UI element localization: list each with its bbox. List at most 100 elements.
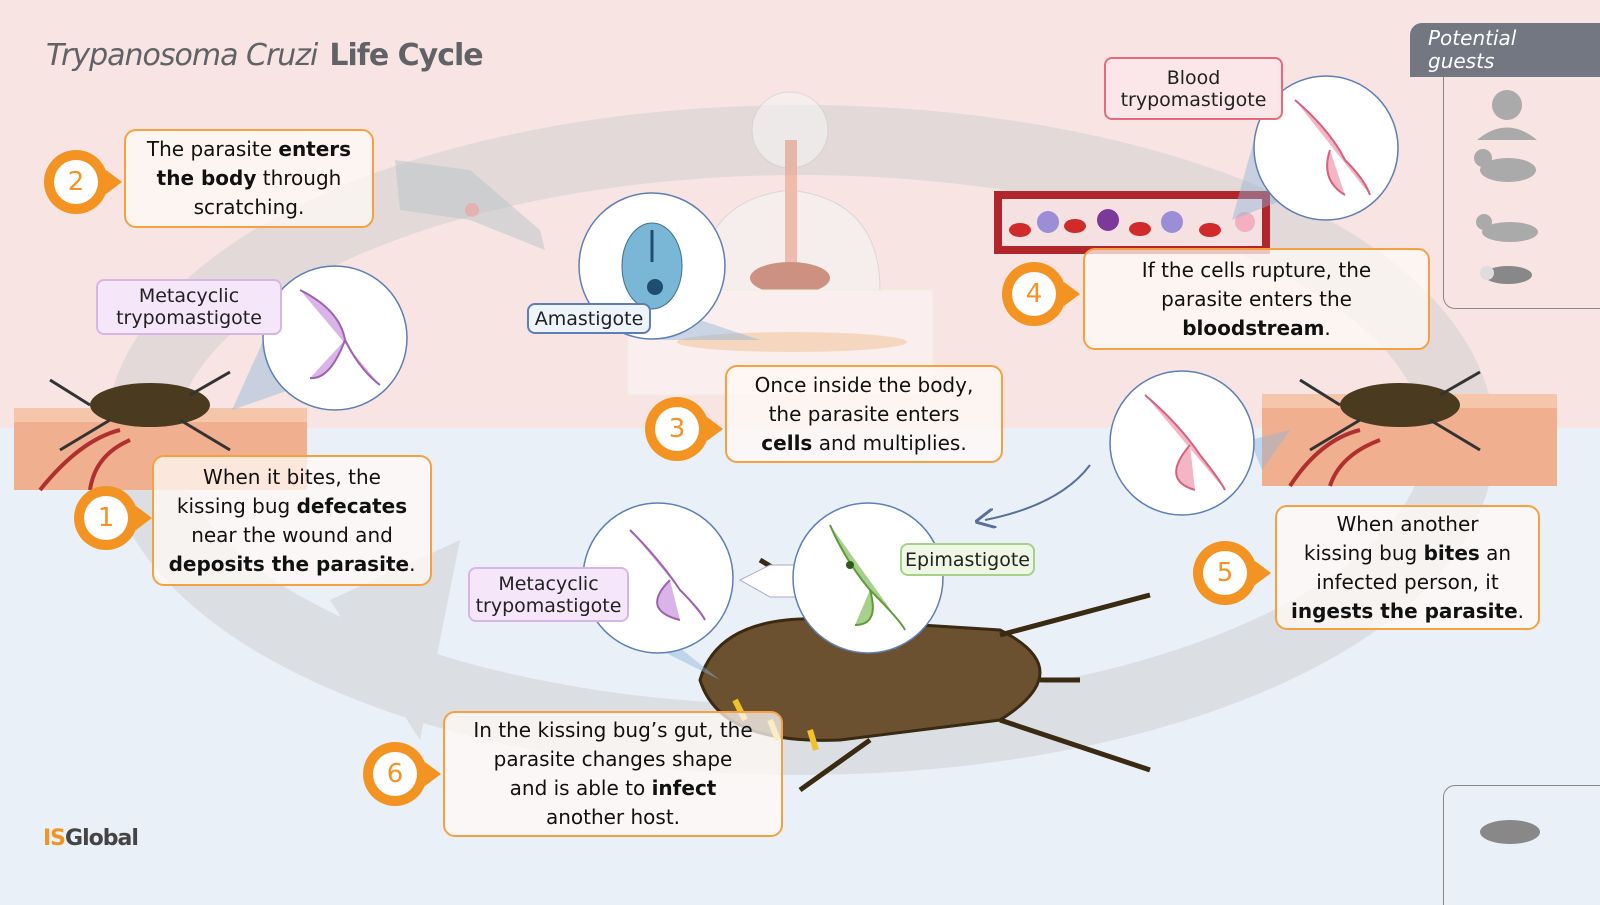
label-metacyclic-top: Metacyclic trypomastigote: [96, 279, 282, 335]
emphasis-text: cells: [761, 430, 813, 455]
text-segment: near the wound and: [191, 522, 393, 547]
step-3-badge: 3: [645, 397, 723, 461]
text-segment: If the cells rupture, the: [1141, 257, 1372, 282]
text-segment: Once inside the body,: [754, 372, 974, 397]
label-metacyclic-bottom: Metacyclic trypomastigote: [468, 567, 629, 622]
step-1-badge: 1: [74, 486, 152, 550]
amastigote-icon: [621, 222, 683, 310]
step-3-text-box: Once inside the body, the parasite enters…: [725, 365, 1003, 463]
kissing-bug-left-icon: [49, 370, 231, 452]
emphasis-text: enters: [278, 137, 352, 161]
step-text-line: deposits the parasite.: [154, 550, 430, 579]
text-segment: In the kissing bug’s gut, the: [473, 718, 753, 742]
label-blood-trypomastigote: Blood trypomastigote: [1104, 57, 1283, 120]
step-4-text-box: If the cells rupture, the parasite enters…: [1083, 248, 1430, 350]
isglobal-logo: ISGlobal: [43, 826, 139, 851]
bug-guest-icon: [1480, 820, 1540, 844]
step-text-line: parasite enters the: [1085, 285, 1428, 314]
step-number: 2: [54, 160, 98, 204]
step-text-line: When another: [1277, 510, 1538, 539]
step-text-line: In the kissing bug’s gut, the: [445, 716, 781, 745]
text-segment: and multiplies.: [812, 430, 967, 455]
text-segment: parasite enters the: [1161, 286, 1352, 311]
text-segment: through: [256, 166, 342, 190]
dog-icon: [1474, 149, 1536, 182]
potential-guests-panel: [1443, 77, 1600, 309]
emphasis-text: defecates: [296, 493, 408, 518]
step-text-line: scratching.: [126, 193, 372, 222]
text-segment: another host.: [545, 805, 681, 829]
text-segment: the parasite enters: [768, 401, 960, 426]
emphasis-text: the body: [156, 166, 257, 190]
title-italic: Trypanosoma Cruzi: [46, 38, 318, 73]
opossum-icon: [1480, 266, 1532, 284]
page-title: Trypanosoma Cruzi Life Cycle: [46, 38, 484, 73]
text-segment: an: [1479, 540, 1512, 565]
label-amastigote: Amastigote: [527, 303, 651, 334]
step-text-line: another host.: [445, 803, 781, 832]
human-body-icon: [699, 91, 881, 294]
step-4-badge: 4: [1002, 262, 1080, 326]
step-6-badge: 6: [363, 742, 441, 806]
blood-vessel-icon: [994, 191, 1270, 254]
step-text-line: parasite changes shape: [445, 745, 781, 774]
step-text-line: Once inside the body,: [727, 371, 1001, 400]
metacyclic-parasite-bottom-icon: [629, 529, 706, 621]
text-segment: When it bites, the: [203, 464, 381, 489]
emphasis-text: deposits the parasite: [168, 551, 410, 576]
trypomastigote-ingested-icon: [1144, 394, 1226, 491]
skin-right-icon: [1262, 394, 1557, 488]
step-text-line: kissing bug defecates: [154, 492, 430, 521]
step-text-line: cells and multiplies.: [727, 429, 1001, 458]
text-segment: scratching.: [193, 195, 305, 219]
emphasis-text: infect: [651, 776, 717, 800]
step-text-line: The parasite enters: [126, 135, 372, 164]
text-segment: kissing bug: [176, 493, 297, 518]
step-text-line: If the cells rupture, the: [1085, 256, 1428, 285]
cat-icon: [1476, 214, 1538, 242]
step-number: 6: [373, 752, 417, 796]
emphasis-text: ingests the parasite: [1290, 598, 1518, 623]
human-icon: [1477, 90, 1537, 140]
text-segment: .: [1324, 315, 1331, 340]
step-text-line: near the wound and: [154, 521, 430, 550]
step-text-line: the parasite enters: [727, 400, 1001, 429]
text-segment: .: [1517, 598, 1525, 623]
step-2-badge: 2: [44, 150, 122, 214]
text-segment: .: [409, 551, 416, 576]
logo-text: Global: [65, 826, 139, 851]
title-bold: Life Cycle: [329, 38, 483, 73]
vector-panel: [1443, 785, 1600, 905]
text-segment: The parasite: [146, 137, 279, 161]
text-segment: parasite changes shape: [493, 747, 733, 771]
emphasis-text: bites: [1423, 540, 1480, 565]
step-text-line: kissing bug bites an: [1277, 539, 1538, 568]
step-number: 5: [1203, 551, 1247, 595]
epimastigote-icon: [829, 524, 906, 631]
step-5-badge: 5: [1193, 541, 1271, 605]
step-6-text-box: In the kissing bug’s gut, the parasite ch…: [443, 711, 783, 837]
step-text-line: ingests the parasite.: [1277, 597, 1538, 626]
step-number: 3: [655, 407, 699, 451]
emphasis-text: bloodstream: [1182, 315, 1325, 340]
step-text-line: and is able to infect: [445, 774, 781, 803]
text-segment: kissing bug: [1303, 540, 1424, 565]
step-text-line: bloodstream.: [1085, 314, 1428, 343]
transform-arrow: [738, 564, 796, 598]
text-segment: and is able to: [509, 776, 652, 800]
hand-icon: [395, 160, 545, 250]
text-segment: infected person, it: [1316, 569, 1499, 594]
blood-trypomastigote-icon: [1294, 99, 1371, 196]
text-segment: When another: [1336, 511, 1479, 536]
step-text-line: When it bites, the: [154, 463, 430, 492]
cell-icon: [677, 332, 907, 352]
step-number: 4: [1012, 272, 1056, 316]
kissing-bug-right-icon: [1299, 370, 1481, 452]
potential-guests-header: Potential guests: [1410, 23, 1600, 77]
label-epimastigote: Epimastigote: [900, 543, 1035, 576]
step-number: 1: [84, 496, 128, 540]
step-text-line: infected person, it: [1277, 568, 1538, 597]
